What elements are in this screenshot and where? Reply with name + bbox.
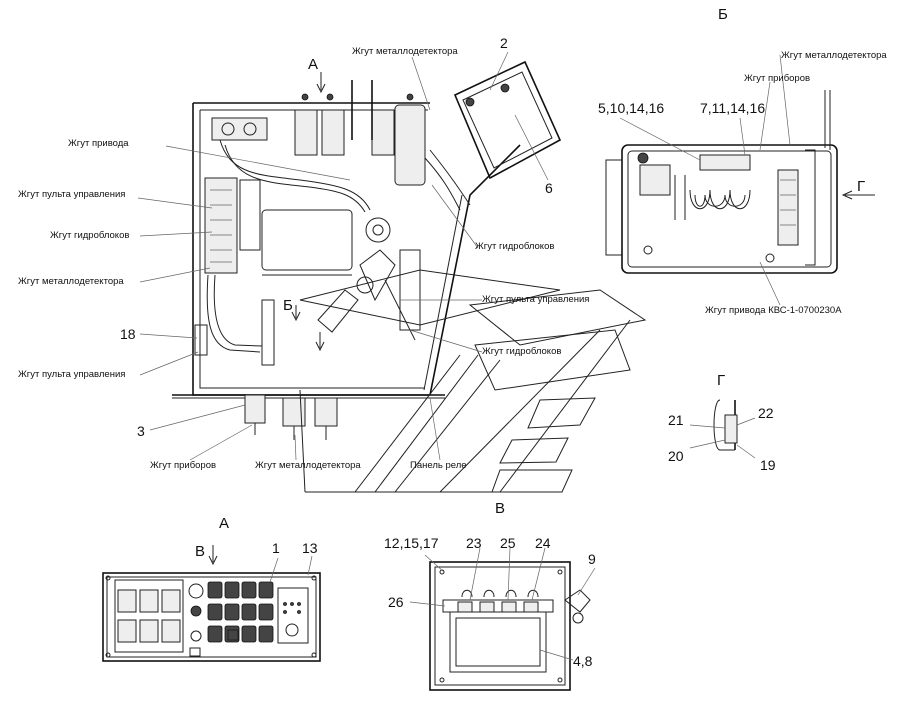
view-a-arrow-label: А [308,56,319,73]
callout-20: 20 [668,448,684,464]
label-drive-kvs: Жгут привода КВС-1-0700230А [705,305,842,316]
label-metal-detector-left: Жгут металлодетектора [18,276,124,287]
callout-4-8: 4,8 [573,653,593,669]
callout-18: 18 [120,326,136,342]
label-control-panel-1: Жгут пульта управления [18,189,126,200]
callout-5-10-14-16: 5,10,14,16 [598,100,665,116]
label-hydro-blocks-right: Жгут гидроблоков [482,346,562,357]
view-v-title: В [495,500,506,517]
label-control-panel-2: Жгут пульта управления [18,369,126,380]
callout-1: 1 [272,540,280,556]
callout-25: 25 [500,535,516,551]
view-a-panel [102,545,321,662]
callout-13: 13 [302,540,318,556]
label-hydro-blocks-mid: Жгут гидроблоков [475,241,555,252]
callout-24: 24 [535,535,551,551]
label-control-panel-mid: Жгут пульта управления [482,294,590,305]
callout-2: 2 [500,35,508,51]
label-metal-detector-view-b: Жгут металлодетектора [781,50,887,61]
callout-7-11-14-16: 7,11,14,16 [700,100,766,116]
label-instruments-view-b: Жгут приборов [744,73,811,84]
label-relay-panel: Панель реле [410,460,467,471]
view-b-arrow-label: Б [283,297,293,314]
label-drive-harness: Жгут привода [68,138,129,149]
view-b-box [605,54,875,306]
callout-26: 26 [388,594,404,610]
callout-21: 21 [668,412,684,428]
view-g-arrow-label: Г [857,178,866,195]
view-v-arrow-label: В [195,543,206,560]
label-hydro-blocks-1: Жгут гидроблоков [50,230,130,241]
callout-19: 19 [760,457,776,473]
main-cabin-view [137,51,647,493]
view-g-detail [689,399,756,459]
callout-9: 9 [588,551,596,567]
view-v-box [409,547,596,691]
callout-23: 23 [466,535,482,551]
label-instruments-bottom: Жгут приборов [150,460,217,471]
view-b-title: Б [718,6,728,23]
view-a-title: А [219,515,230,532]
view-g-title: Г [717,372,726,389]
callout-3: 3 [137,423,145,439]
callout-12-15-17: 12,15,17 [384,535,439,551]
label-metal-detector-bottom: Жгут металлодетектора [255,460,361,471]
callout-6: 6 [545,180,553,196]
callout-22: 22 [758,405,774,421]
label-metal-detector-top: Жгут металлодетектора [352,46,458,57]
